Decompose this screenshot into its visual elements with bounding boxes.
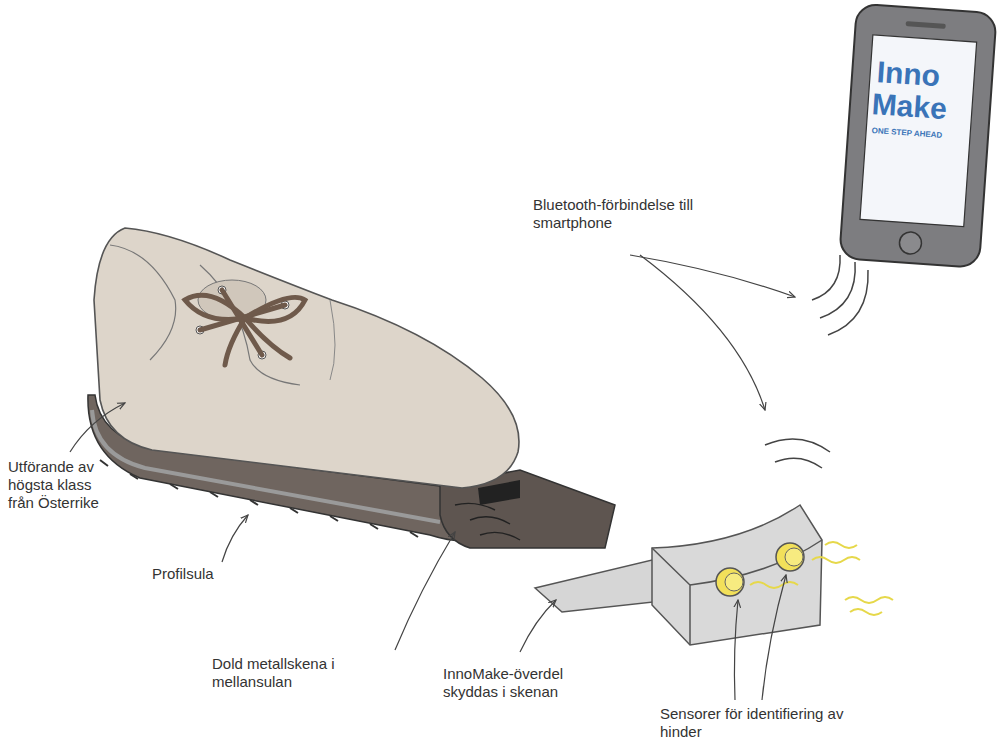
callout-label: Sensorer för identifiering av hinder <box>660 705 860 741</box>
leader-lines <box>70 255 795 700</box>
logo-text: Make <box>871 88 948 125</box>
callout-label: Dold metallskena i mellansulan <box>212 655 338 691</box>
smartphone <box>839 4 996 268</box>
callout-label: Profilsula <box>152 565 252 583</box>
logo-text: Inno <box>876 56 941 92</box>
signal-waves <box>765 255 868 468</box>
innomake-module <box>535 505 893 645</box>
callout-label: Utförande av högsta klass från Österrike <box>8 458 120 512</box>
callout-label: Bluetooth-förbindelse till smartphone <box>533 196 701 232</box>
callout-label: InnoMake-överdel skyddas i skenan <box>443 665 581 701</box>
shoe <box>88 228 615 548</box>
